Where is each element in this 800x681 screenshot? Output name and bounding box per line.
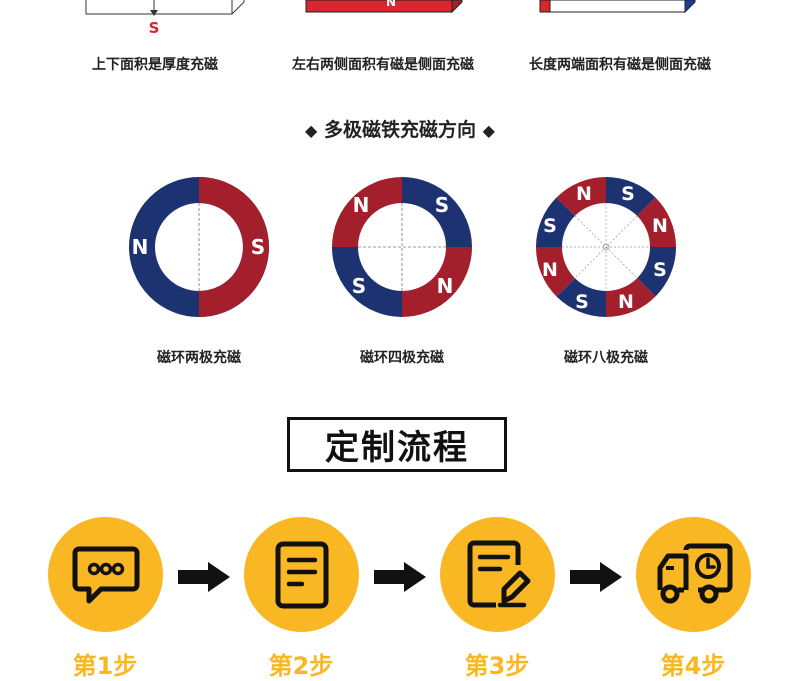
caption-ring-eight-pole: 磁环八极充磁 [564, 350, 648, 366]
caption-thickness-magnetization: 上下面积是厚度充磁 [92, 57, 218, 73]
arrow-right-icon [374, 562, 426, 592]
ring-two-pole: N S [129, 177, 269, 317]
ring-segment [637, 197, 676, 247]
pole-label: N [542, 259, 558, 281]
diamond-icon: ◆ [305, 121, 318, 140]
ring-segment-s [402, 177, 472, 247]
ring-eight-pole: N S N S N S N S [536, 177, 676, 317]
ring-segment-s [332, 247, 402, 317]
pole-label: S [251, 235, 265, 259]
pole-s-label: S [149, 19, 160, 37]
pole-label: N [576, 183, 592, 205]
pole-label: N [132, 235, 149, 259]
ring-segment [536, 247, 575, 297]
length-magnet-block [539, 0, 696, 14]
ring-segment [637, 247, 676, 297]
pole-label: N [652, 215, 668, 237]
caption-side-magnetization: 左右两侧面积有磁是侧面充磁 [292, 57, 474, 73]
caption-ring-four-pole: 磁环四极充磁 [360, 350, 444, 366]
ring-segment-n [402, 247, 472, 317]
pole-label: S [352, 274, 366, 298]
multipole-section-title: ◆ 多极磁铁充磁方向 ◆ [0, 115, 800, 142]
step-4-circle [636, 517, 751, 632]
ring-segment [556, 278, 606, 317]
step-1-label: 第1步 [72, 652, 138, 680]
pole-label: S [435, 193, 449, 217]
process-title: 定制流程 [325, 428, 469, 468]
ring-segment [536, 197, 575, 247]
step-2-circle [244, 517, 359, 632]
ring-four-pole: N S S N [332, 177, 472, 317]
document-icon [275, 541, 328, 608]
pole-label: S [543, 215, 557, 237]
caption-length-magnetization: 长度两端面积有磁是侧面充磁 [529, 57, 711, 73]
delivery-truck-icon [657, 543, 732, 603]
edit-document-icon [467, 540, 530, 607]
multipole-title-text: 多极磁铁充磁方向 [323, 119, 476, 141]
ring-segment-s [199, 177, 269, 317]
magnet-illustrations-top: S N [85, 0, 696, 37]
pole-label: N [618, 291, 634, 313]
step-3-label: 第3步 [464, 652, 530, 680]
pole-n-label: N [386, 0, 396, 9]
caption-ring-two-pole: 磁环两极充磁 [157, 350, 241, 366]
process-title-box: 定制流程 [287, 417, 507, 472]
thickness-magnet-block [85, 0, 245, 16]
step-3-circle [440, 517, 555, 632]
pole-label: S [575, 291, 589, 313]
diamond-icon: ◆ [482, 121, 495, 140]
ring-segment [606, 177, 656, 216]
ring-segment [556, 177, 606, 216]
step-4-label: 第4步 [660, 652, 726, 680]
step-2-label: 第2步 [268, 652, 334, 680]
side-magnet-block [305, 0, 463, 14]
ring-segment-n [332, 177, 402, 247]
pole-label: N [353, 193, 370, 217]
chat-bubble-icon [72, 546, 139, 603]
pole-label: N [437, 274, 454, 298]
pole-label: S [621, 183, 635, 205]
arrow-right-icon [570, 562, 622, 592]
arrow-right-icon [178, 562, 230, 592]
step-1-circle [48, 517, 163, 632]
ring-segment [606, 278, 656, 317]
pole-label: S [653, 259, 667, 281]
